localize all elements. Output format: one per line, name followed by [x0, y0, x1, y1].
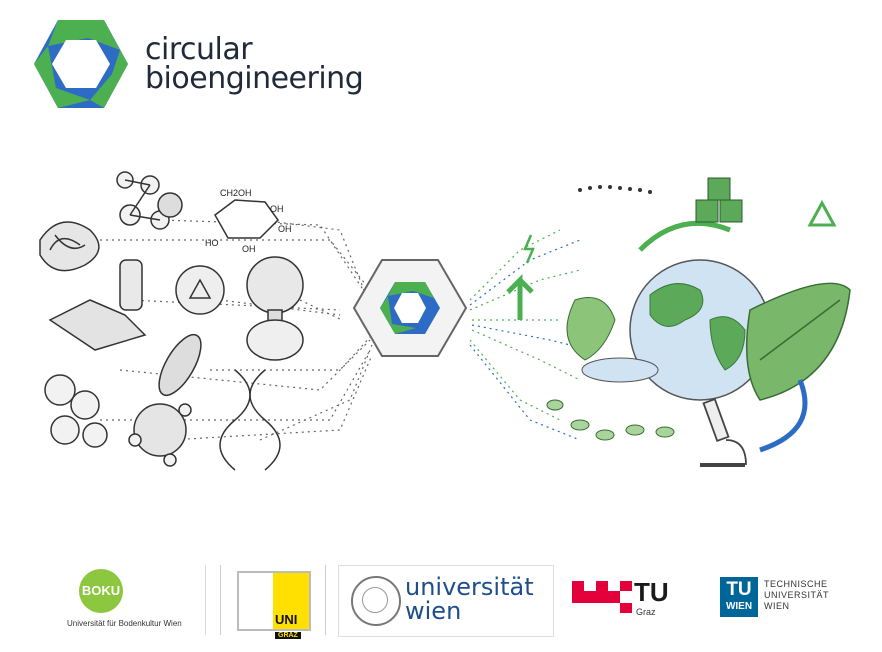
- protein-icon: [39, 221, 100, 272]
- circular-bioengineering-logo-icon: [34, 20, 128, 108]
- tuwien-logo-icon: TU WIEN: [720, 577, 758, 617]
- tugraz-abbr: TU: [634, 577, 669, 607]
- tree-icon: [246, 256, 304, 361]
- svg-text:HO: HO: [205, 238, 219, 248]
- recycle-icon: [175, 265, 225, 315]
- brand-title-line2: bioengineering: [145, 61, 364, 96]
- svg-text:CH2OH: CH2OH: [220, 188, 252, 198]
- recycle-icon-right: [807, 199, 837, 227]
- pills-icon: [546, 399, 675, 441]
- unigraz-label-uni: UNI: [275, 612, 298, 627]
- partner-logo-uniwien[interactable]: universität wien: [338, 565, 554, 637]
- dna-icon: [219, 369, 281, 471]
- left-sketches: CH2OH OH OH HO OH: [39, 171, 304, 471]
- unigraz-logo-icon: UNI GRAZ: [237, 571, 311, 639]
- tugraz-sub: Graz: [636, 607, 656, 617]
- tuwien-name: TECHNISCHE UNIVERSITÄT WIEN: [764, 579, 830, 611]
- partner-logo-unigraz[interactable]: UNI GRAZ: [220, 565, 326, 639]
- plastic-waste-icon: [48, 259, 147, 351]
- right-connectors: [469, 229, 581, 421]
- corn-icon: [158, 333, 202, 397]
- lightning-icon: [523, 234, 535, 264]
- cells-icon: [44, 374, 108, 448]
- molecule-icon-2: [128, 403, 192, 467]
- boku-logo-icon: BOKU: [79, 569, 123, 613]
- boku-name: Universität für Bodenkultur Wien: [67, 619, 182, 628]
- cubes-icon: [695, 177, 743, 223]
- uniwien-seal-icon: [351, 576, 401, 626]
- partner-logo-tugraz[interactable]: TU Graz: [568, 565, 680, 635]
- brand-title-line1: circular: [145, 32, 253, 67]
- uniwien-name-line1: universität: [405, 573, 534, 601]
- right-sketches: [506, 177, 851, 467]
- partner-logo-tuwien[interactable]: TU WIEN TECHNISCHE UNIVERSITÄT WIEN: [716, 565, 832, 635]
- bioeconomy-illustration: CH2OH OH OH HO OH: [39, 171, 851, 471]
- svg-text:OH: OH: [278, 224, 292, 234]
- svg-text:OH: OH: [270, 204, 284, 214]
- hexagon-logo-icon: [352, 259, 468, 357]
- partner-logo-boku[interactable]: BOKU Universität für Bodenkultur Wien: [63, 565, 206, 635]
- svg-text:OH: OH: [242, 244, 256, 254]
- microscope-icon: [700, 398, 747, 467]
- uniwien-name-line2: wien: [405, 597, 462, 625]
- tugraz-blocks-icon: [572, 581, 632, 613]
- molecule-icon: [116, 171, 183, 230]
- unigraz-label-graz: GRAZ: [275, 632, 301, 639]
- glucose-icon: CH2OH OH OH HO OH: [205, 188, 292, 254]
